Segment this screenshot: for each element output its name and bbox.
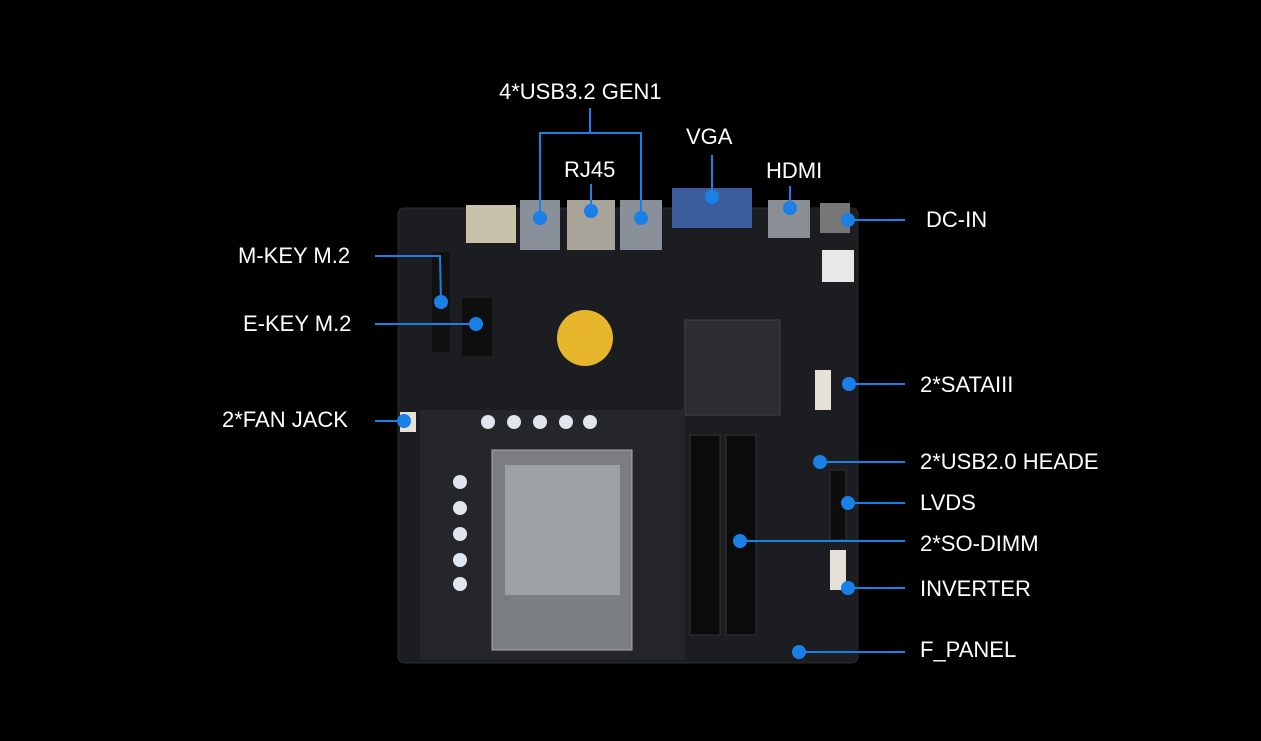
inverter-header (830, 550, 846, 590)
cmos-battery (557, 310, 613, 366)
label-f-panel: F_PANEL (920, 637, 1017, 662)
capacitors (453, 415, 597, 591)
so-dimm-slot (689, 434, 721, 636)
cpu-socket-cover (505, 465, 620, 595)
audio-jack (466, 205, 516, 243)
label-usb20: 2*USB2.0 HEADE (920, 449, 1099, 474)
label-sata: 2*SATAIII (920, 372, 1014, 397)
label-lvds: LVDS (920, 490, 976, 515)
label-vga: VGA (686, 124, 733, 149)
label-hdmi: HDMI (766, 158, 823, 183)
power-connector (822, 250, 854, 282)
label-e-key: E-KEY M.2 (243, 311, 352, 336)
label-dc-in: DC-IN (926, 207, 988, 232)
chipset-heatsink (684, 319, 781, 416)
callout-lines (375, 108, 905, 653)
sata-connector (815, 370, 831, 410)
label-rj45: RJ45 (564, 157, 616, 182)
label-so-dimm: 2*SO-DIMM (920, 531, 1039, 556)
label-m-key: M-KEY M.2 (238, 243, 351, 268)
callout-dots (397, 190, 856, 659)
label-usb32: 4*USB3.2 GEN1 (499, 79, 662, 104)
label-fan-jack: 2*FAN JACK (222, 407, 348, 432)
label-inverter: INVERTER (920, 576, 1031, 601)
